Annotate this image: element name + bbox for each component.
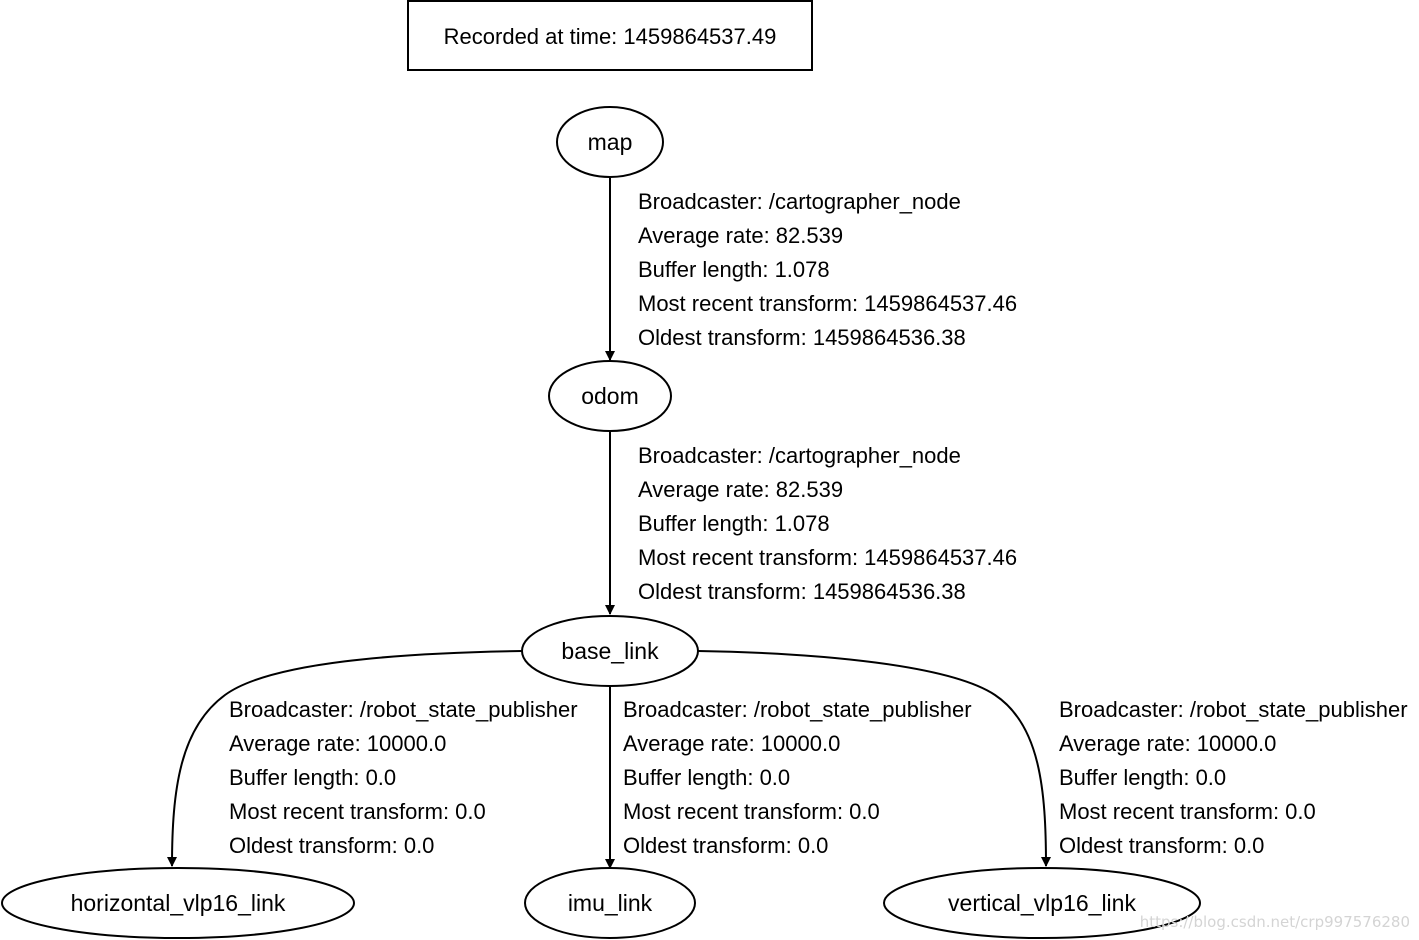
recorded-time-frame [407, 0, 813, 71]
edge-oldest: Oldest transform: 0.0 [1059, 833, 1264, 858]
edge-average-rate: Average rate: 10000.0 [229, 731, 446, 756]
edge-buffer-length: Buffer length: 0.0 [623, 765, 790, 790]
node-base-link-label: base_link [561, 638, 659, 664]
edge-broadcaster: Broadcaster: /robot_state_publisher [623, 697, 972, 722]
edge-average-rate: Average rate: 10000.0 [623, 731, 840, 756]
edge-average-rate: Average rate: 10000.0 [1059, 731, 1276, 756]
node-vertical-shape [883, 867, 1201, 939]
edge-most-recent: Most recent transform: 1459864537.46 [638, 291, 1017, 316]
node-vertical-vlp16-link: vertical_vlp16_link [883, 867, 1201, 939]
node-odom: odom [548, 360, 672, 432]
edge-oldest: Oldest transform: 0.0 [623, 833, 828, 858]
node-vertical-label: vertical_vlp16_link [948, 890, 1136, 916]
edge-average-rate: Average rate: 82.539 [638, 477, 843, 502]
recorded-time-box: Recorded at time: 1459864537.49 [407, 0, 813, 71]
edge-most-recent: Most recent transform: 0.0 [1059, 799, 1316, 824]
node-imu-shape [524, 867, 696, 939]
node-horizontal-vlp16-link: horizontal_vlp16_link [1, 867, 355, 939]
node-imu-link: imu_link [524, 867, 696, 939]
node-map-label: map [588, 129, 633, 155]
edge-buffer-length: Buffer length: 0.0 [1059, 765, 1226, 790]
node-odom-label: odom [581, 383, 639, 409]
edge-label-map-odom: Broadcaster: /cartographer_node Average … [638, 189, 1017, 350]
node-horizontal-shape [1, 867, 355, 939]
edge-broadcaster: Broadcaster: /cartographer_node [638, 189, 961, 214]
recorded-time-label: Recorded at time: 1459864537.49 [444, 24, 777, 49]
edge-buffer-length: Buffer length: 0.0 [229, 765, 396, 790]
edge-label-base-link-horizontal: Broadcaster: /robot_state_publisher Aver… [229, 697, 578, 858]
edge-label-base-link-vertical: Broadcaster: /robot_state_publisher Aver… [1059, 697, 1408, 858]
node-map: map [556, 106, 664, 178]
edge-average-rate: Average rate: 82.539 [638, 223, 843, 248]
edge-oldest: Oldest transform: 1459864536.38 [638, 579, 966, 604]
edge-buffer-length: Buffer length: 1.078 [638, 257, 830, 282]
node-odom-shape [548, 360, 672, 432]
edge-buffer-length: Buffer length: 1.078 [638, 511, 830, 536]
edge-most-recent: Most recent transform: 0.0 [229, 799, 486, 824]
node-map-shape [556, 106, 664, 178]
edge-oldest: Oldest transform: 0.0 [229, 833, 434, 858]
edge-broadcaster: Broadcaster: /robot_state_publisher [229, 697, 578, 722]
edge-broadcaster: Broadcaster: /robot_state_publisher [1059, 697, 1408, 722]
node-horizontal-label: horizontal_vlp16_link [71, 890, 286, 916]
node-base-link-shape [521, 615, 699, 687]
edge-broadcaster: Broadcaster: /cartographer_node [638, 443, 961, 468]
node-imu-label: imu_link [568, 890, 653, 916]
edge-label-odom-base-link: Broadcaster: /cartographer_node Average … [638, 443, 1017, 604]
edge-most-recent: Most recent transform: 1459864537.46 [638, 545, 1017, 570]
edge-oldest: Oldest transform: 1459864536.38 [638, 325, 966, 350]
edge-most-recent: Most recent transform: 0.0 [623, 799, 880, 824]
edge-base-link-vertical [697, 650, 1051, 867]
watermark-text: https://blog.csdn.net/crp997576280 [1140, 913, 1410, 931]
edge-base-link-horizontal [167, 650, 523, 867]
node-base-link: base_link [521, 615, 699, 687]
edge-label-base-link-imu: Broadcaster: /robot_state_publisher Aver… [623, 697, 972, 858]
